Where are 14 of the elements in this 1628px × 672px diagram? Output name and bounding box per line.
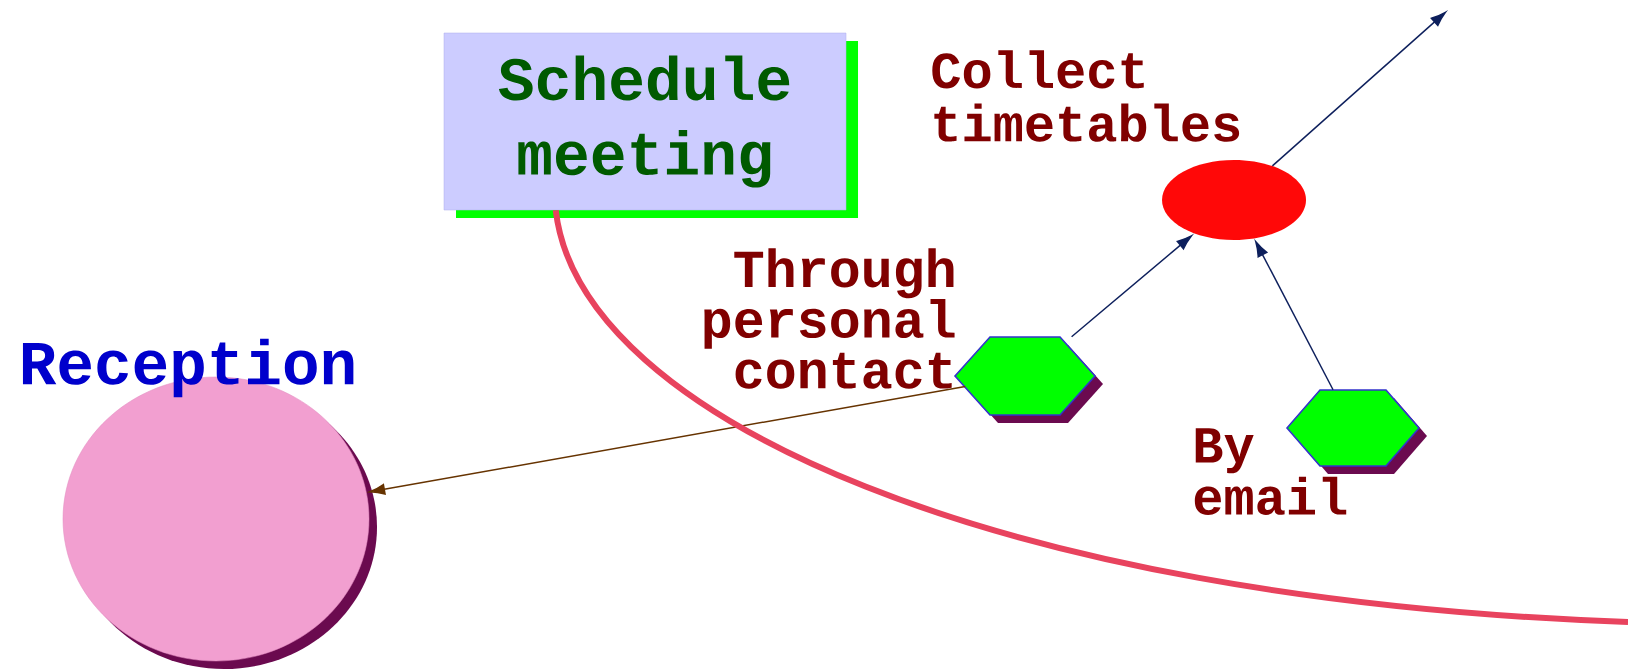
hexagon-node: Through personal contact — [704, 248, 1103, 423]
arrow — [1070, 235, 1193, 338]
arrow — [369, 385, 966, 495]
node-label: By email — [1194, 428, 1347, 516]
ellipse-node: Collect timetables — [932, 50, 1306, 240]
node-label: Collect timetables — [932, 50, 1240, 142]
curved-line — [552, 209, 1628, 625]
arrow — [1271, 11, 1447, 167]
arrow — [1255, 241, 1334, 391]
node-label: Reception — [22, 338, 354, 398]
node-label: Through personal contact — [704, 248, 955, 389]
process-box: Schedule meeting — [443, 32, 858, 218]
hexagon-node: By email — [1194, 389, 1427, 516]
circle-node: Reception — [22, 338, 377, 669]
